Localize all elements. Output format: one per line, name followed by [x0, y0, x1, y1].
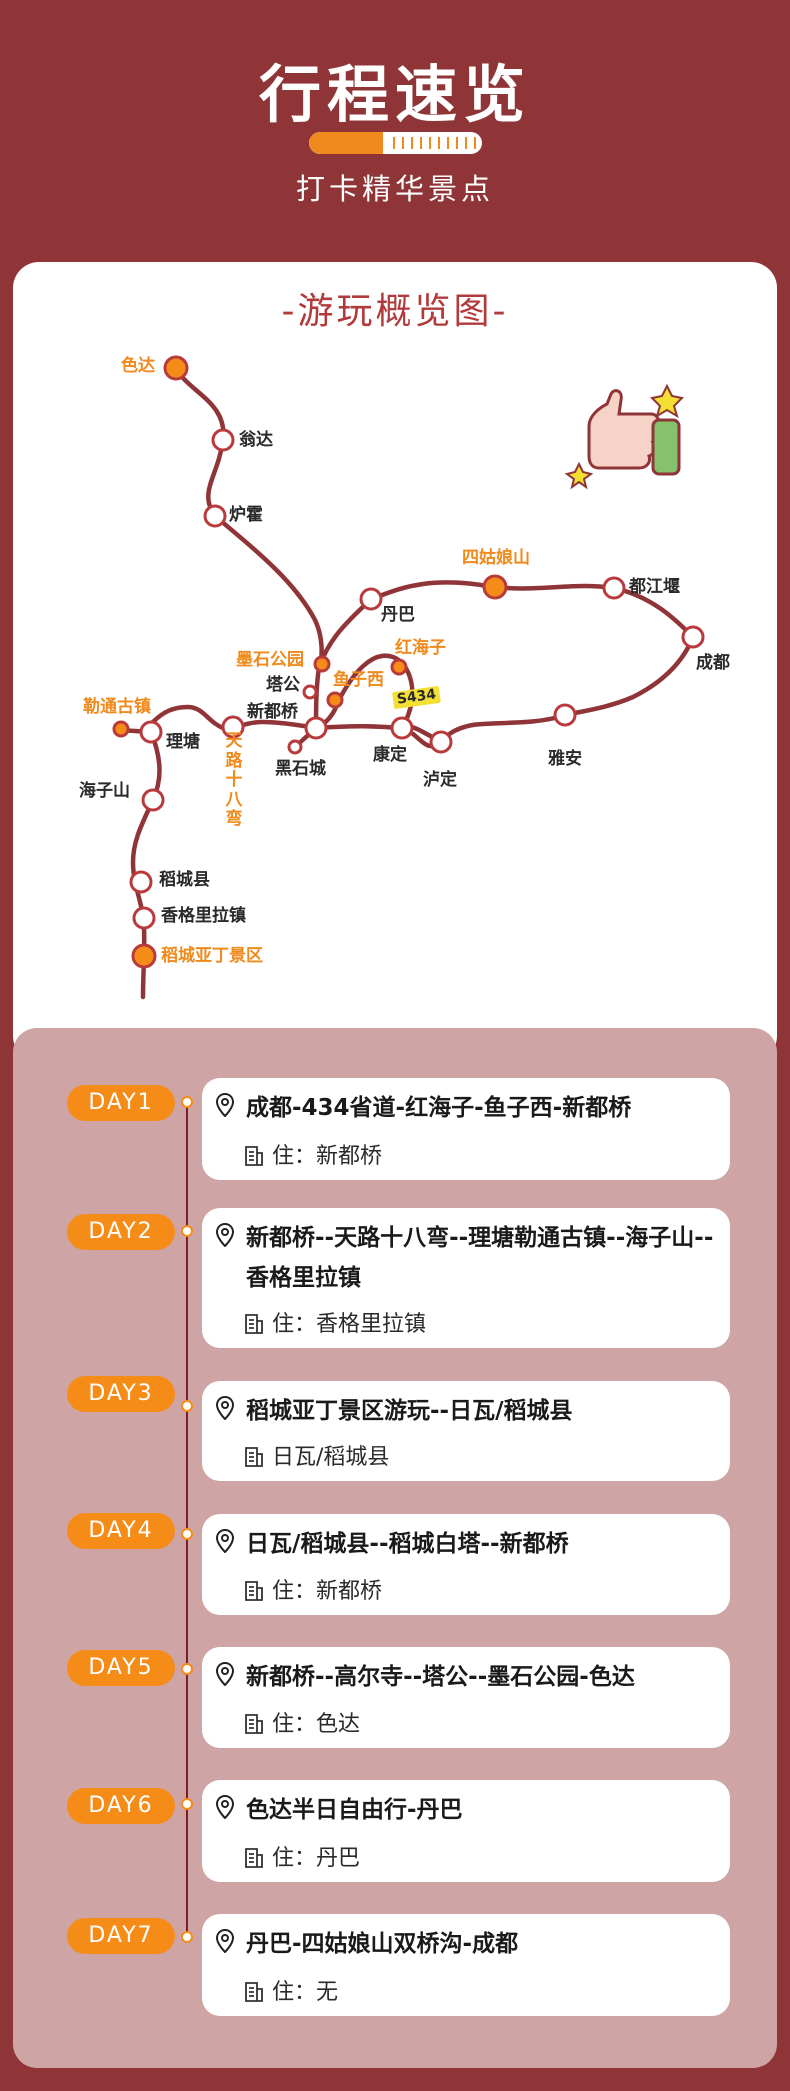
timeline-dot: [181, 1663, 193, 1675]
map-label-daocheng: 稻城县: [159, 870, 210, 890]
timeline-dot: [181, 1096, 193, 1108]
day-route: 日瓦/稻城县--稻城白塔--新都桥: [246, 1531, 569, 1557]
timeline-dot: [181, 1528, 193, 1540]
day-route: 成都-434省道-红海子-鱼子西-新都桥: [246, 1095, 632, 1121]
thumbs-up-icon: [564, 383, 685, 490]
map-label-tianlu: 天路十八弯: [225, 731, 243, 830]
day-card: 新都桥--高尔寺--塔公--墨石公园-色达 住：色达: [202, 1647, 730, 1748]
day-card: 丹巴-四姑娘山双桥沟-成都 住：无: [202, 1914, 730, 2016]
location-pin-icon: [216, 1929, 234, 1953]
day-stay: 住：新都桥: [272, 1144, 383, 1169]
day-badge: DAY2: [67, 1214, 175, 1250]
day-card: 新都桥--天路十八弯--理塘勒通古镇--海子山--香格里拉镇 住：香格里拉镇: [202, 1208, 730, 1348]
location-pin-icon: [216, 1662, 234, 1686]
map-label-haizishan: 海子山: [79, 781, 130, 801]
day-badge: DAY4: [67, 1513, 175, 1549]
day-badge: DAY6: [67, 1788, 175, 1824]
day-card: 日瓦/稻城县--稻城白塔--新都桥 住：新都桥: [202, 1514, 730, 1615]
timeline-dot: [181, 1400, 193, 1412]
day-badge: DAY7: [67, 1918, 175, 1954]
day-route: 色达半日自由行-丹巴: [246, 1797, 463, 1823]
page-title: 行程速览: [258, 58, 531, 131]
day-route: 新都桥--高尔寺--塔公--墨石公园-色达: [246, 1664, 635, 1690]
map-label-luhuo: 炉霍: [229, 505, 263, 525]
day-route: 新都桥--天路十八弯--理塘勒通古镇--海子山--香格里拉镇: [246, 1225, 714, 1291]
day-card: 稻城亚丁景区游玩--日瓦/稻城县 日瓦/稻城县: [202, 1381, 730, 1481]
location-pin-icon: [216, 1093, 234, 1117]
map-label-heishicheng: 黑石城: [275, 759, 326, 779]
map-label-moshi-park: 墨石公园: [236, 650, 304, 670]
map-label-luding: 泸定: [423, 770, 457, 790]
location-pin-icon: [216, 1223, 234, 1247]
day-card: 成都-434省道-红海子-鱼子西-新都桥 住：新都桥: [202, 1078, 730, 1180]
day-badge: DAY1: [67, 1085, 175, 1121]
day-badge: DAY5: [67, 1650, 175, 1686]
map-label-letong: 勒通古镇: [83, 697, 151, 717]
day-stay: 日瓦/稻城县: [272, 1445, 390, 1470]
day-stay: 住：丹巴: [272, 1846, 361, 1871]
page-subtitle: 打卡精华景点: [295, 172, 494, 206]
timeline-line: [186, 1100, 188, 1938]
map-label-honghaizi: 红海子: [395, 638, 446, 658]
day-stay: 住：香格里拉镇: [272, 1312, 427, 1337]
document-icon: [245, 1581, 263, 1601]
map-label-litang: 理塘: [166, 732, 200, 752]
map-label-danba: 丹巴: [381, 605, 415, 625]
day-card: 色达半日自由行-丹巴 住：丹巴: [202, 1780, 730, 1882]
day-stay: 住：新都桥: [272, 1579, 383, 1604]
day-badge: DAY3: [67, 1376, 175, 1412]
map-label-shangrila: 香格里拉镇: [161, 906, 246, 926]
map-label-kangding: 康定: [373, 745, 407, 765]
map-label-xinduqiao: 新都桥: [247, 702, 298, 722]
map-label-siguniang: 四姑娘山: [462, 548, 530, 568]
route-map: [112, 355, 705, 1000]
map-label-tagong: 塔公: [266, 675, 300, 695]
document-icon: [245, 1314, 263, 1334]
map-label-yading: 稻城亚丁景区: [161, 946, 263, 966]
location-pin-icon: [216, 1529, 234, 1553]
overview-map-card: -游玩概览图- 色达 翁达 炉霍 四姑娘山 都江堰 成都 丹巴 墨石公园 红海子…: [13, 262, 777, 1062]
document-icon: [245, 1982, 263, 2002]
map-title: -游玩概览图-: [281, 291, 509, 332]
timeline-dot: [181, 1798, 193, 1810]
day-stay: 住：无: [272, 1980, 339, 2005]
document-icon: [245, 1447, 263, 1467]
timeline-dot: [181, 1931, 193, 1943]
day-stay: 住：色达: [272, 1712, 361, 1737]
map-label-seda: 色达: [121, 356, 155, 376]
day-route: 丹巴-四姑娘山双桥沟-成都: [246, 1931, 519, 1957]
map-label-chengdu: 成都: [696, 653, 730, 673]
map-label-wengda: 翁达: [239, 430, 273, 450]
document-icon: [245, 1146, 263, 1166]
map-label-dujiangyan: 都江堰: [629, 577, 680, 597]
document-icon: [245, 1714, 263, 1734]
timeline-dot: [181, 1225, 193, 1237]
map-label-yuzixi: 鱼子西: [333, 670, 384, 690]
title-decoration-bar: [309, 132, 482, 154]
day-route: 稻城亚丁景区游玩--日瓦/稻城县: [246, 1398, 573, 1424]
location-pin-icon: [216, 1396, 234, 1420]
map-label-yaan: 雅安: [548, 749, 582, 769]
header: 行程速览 打卡精华景点: [0, 0, 790, 260]
document-icon: [245, 1848, 263, 1868]
location-pin-icon: [216, 1795, 234, 1819]
